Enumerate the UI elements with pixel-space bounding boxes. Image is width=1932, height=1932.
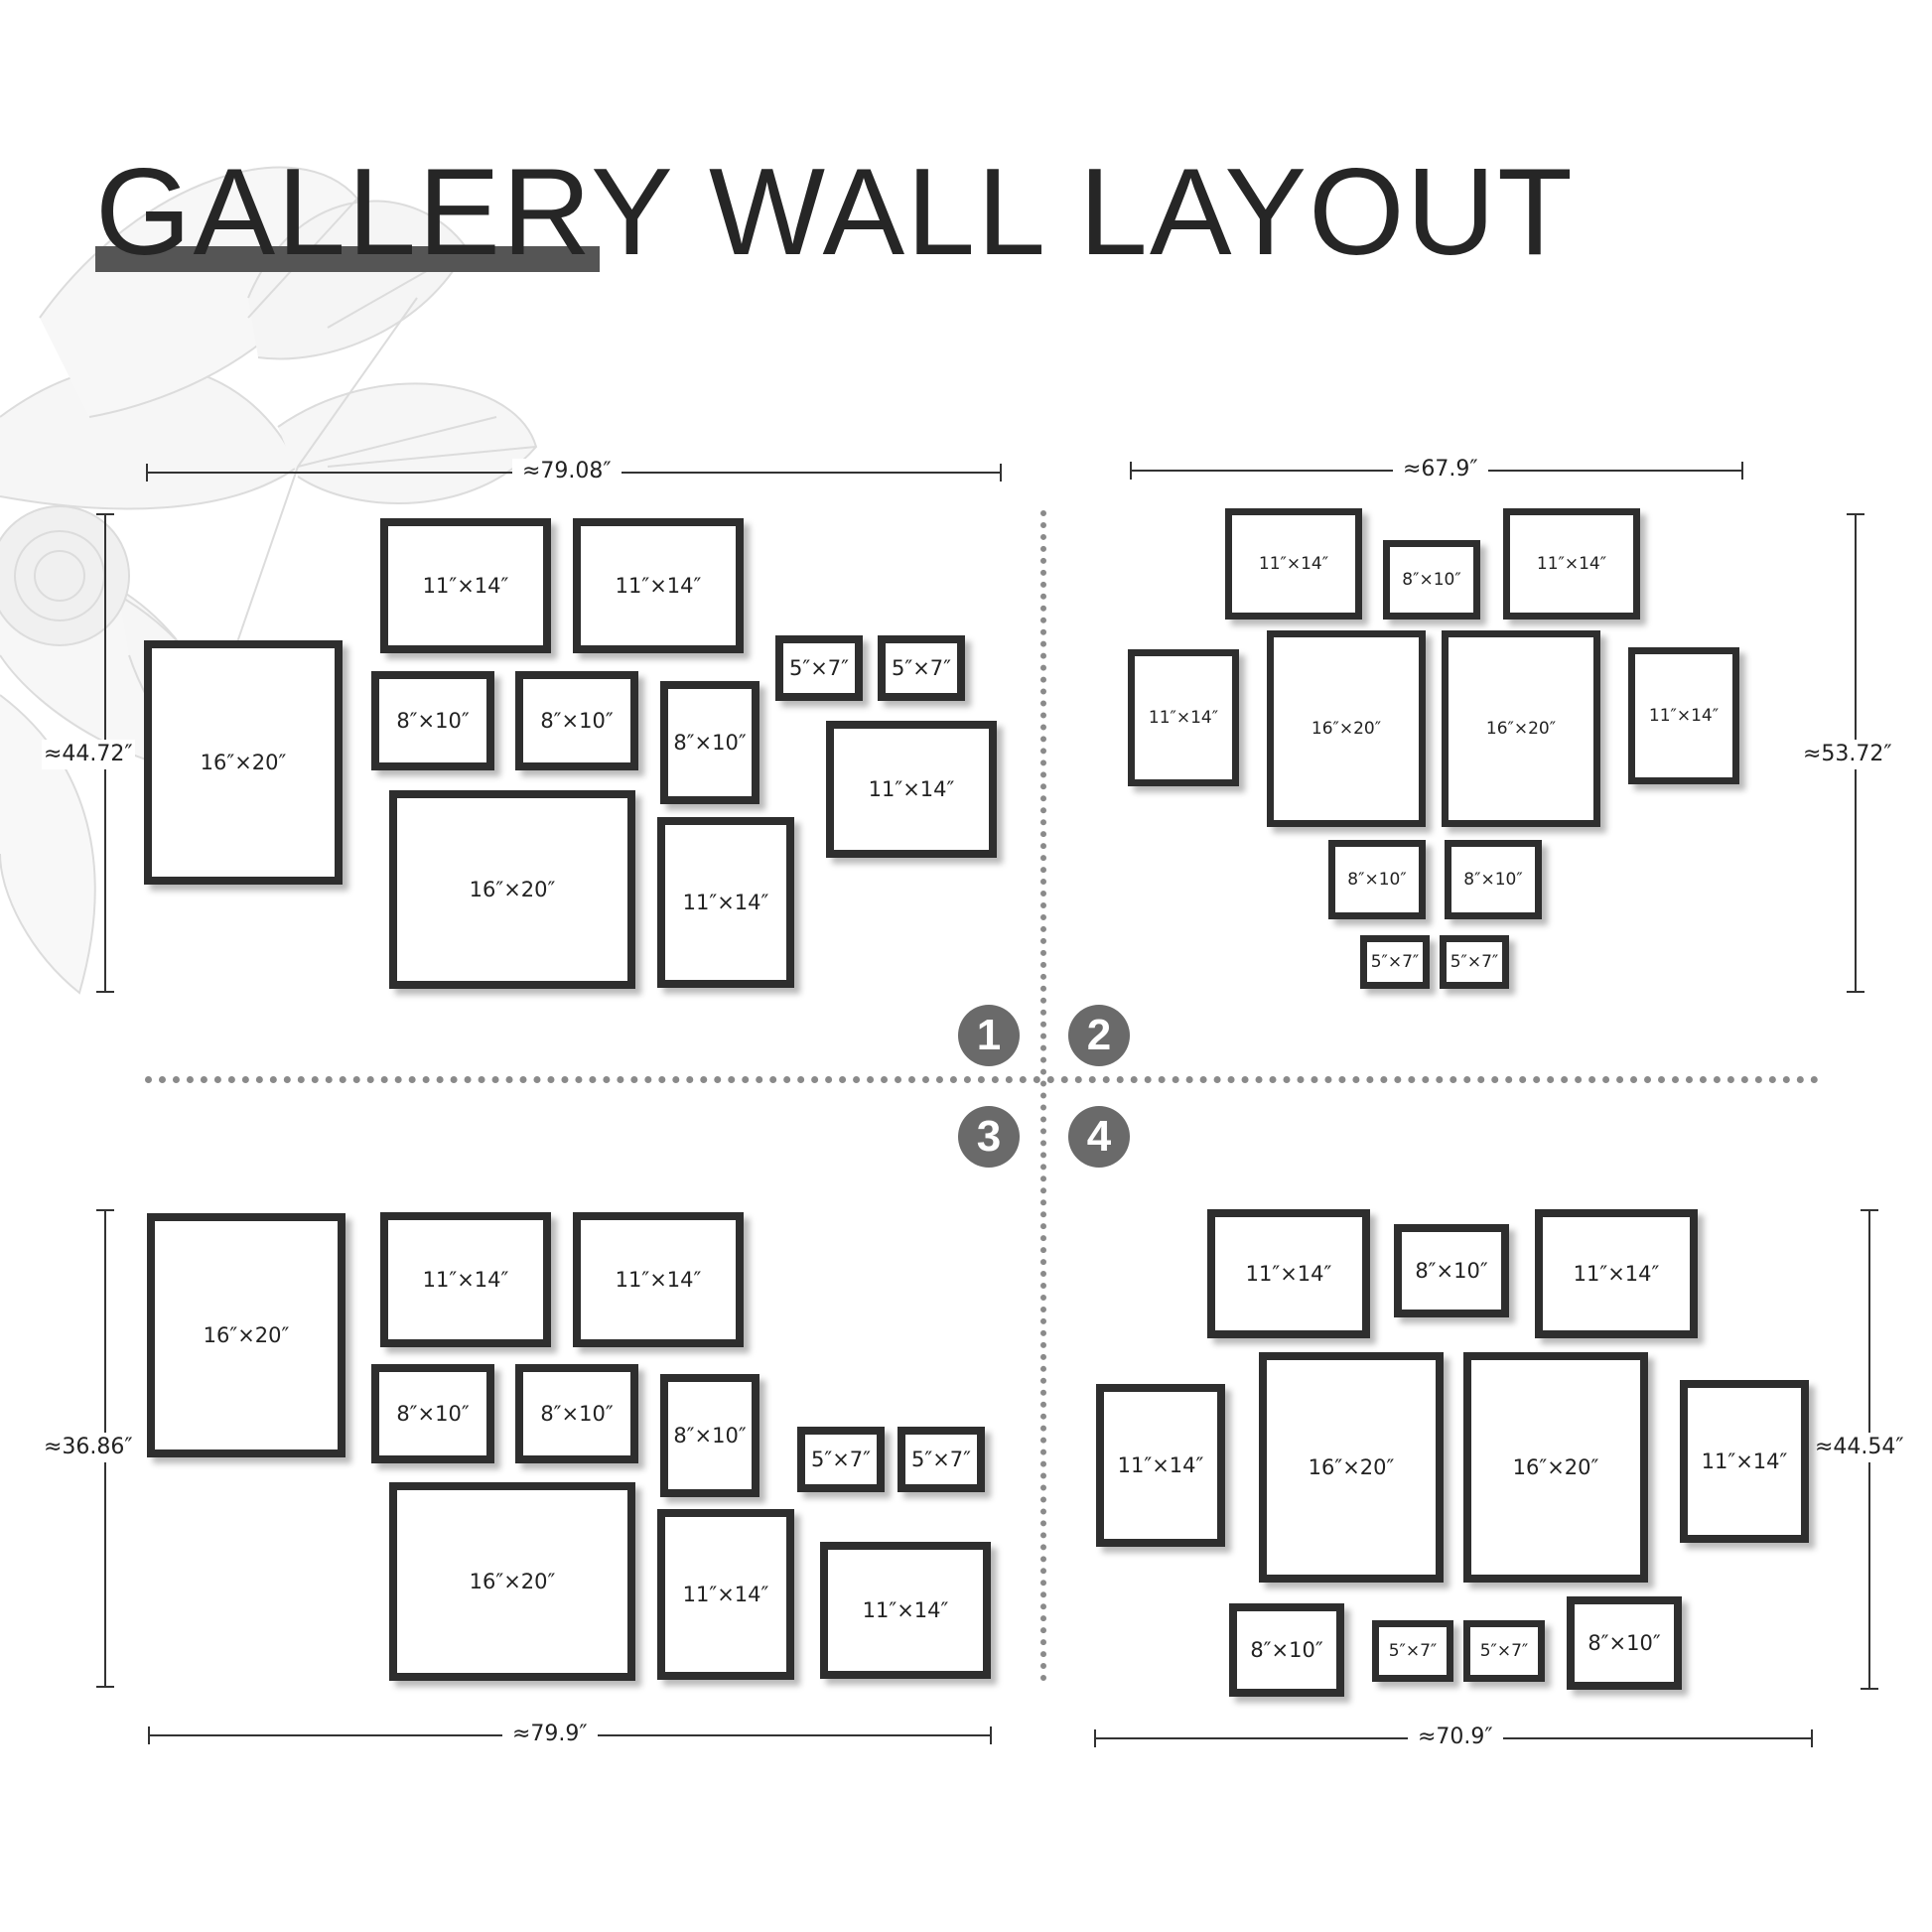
frame-11x14: 11″×14″ [380,518,551,653]
layout-2-width-label: ≈67.9″ [1393,457,1488,483]
frame-11x14: 11″×14″ [1628,647,1739,784]
layout-1-height-label: ≈44.72″ [42,740,135,769]
frame-11x14: 11″×14″ [1128,649,1239,786]
frame-5x7: 5″×7″ [1463,1620,1545,1682]
frame-11x14: 11″×14″ [1680,1380,1809,1543]
layout-2-height-label: ≈53.72″ [1801,740,1894,769]
frame-5x7: 5″×7″ [1440,935,1509,989]
flower-illustration [0,166,538,995]
frame-11x14: 11″×14″ [1535,1209,1698,1338]
frame-8x10: 8″×10″ [660,1374,759,1497]
layout-1-badge: 1 [958,1005,1020,1066]
frame-11x14: 11″×14″ [657,1509,794,1680]
frame-11x14: 11″×14″ [657,817,794,988]
frame-5x7: 5″×7″ [1360,935,1430,989]
frame-8x10: 8″×10″ [1383,540,1480,620]
frame-16x20: 16″×20″ [1259,1352,1444,1583]
frame-8x10: 8″×10″ [371,671,494,770]
frame-16x20: 16″×20″ [1463,1352,1648,1583]
frame-8x10: 8″×10″ [1229,1603,1344,1697]
frame-16x20: 16″×20″ [389,790,635,989]
frame-16x20: 16″×20″ [1267,630,1426,827]
title-underline-bar [95,246,600,272]
layout-3-height-label: ≈36.86″ [42,1433,135,1462]
frame-8x10: 8″×10″ [515,671,638,770]
frame-16x20: 16″×20″ [389,1482,635,1681]
page-title: GALLERY WALL LAYOUT [95,144,1575,281]
frame-8x10: 8″×10″ [515,1364,638,1463]
layout-3-width-label: ≈79.9″ [502,1722,598,1747]
horizontal-divider [145,1076,1819,1083]
frame-8x10: 8″×10″ [371,1364,494,1463]
frame-11x14: 11″×14″ [1225,508,1362,620]
layout-1-width-label: ≈79.08″ [512,459,621,484]
frame-16x20: 16″×20″ [147,1213,345,1457]
frame-8x10: 8″×10″ [1567,1596,1682,1690]
frame-16x20: 16″×20″ [144,640,343,885]
frame-11x14: 11″×14″ [573,1212,744,1347]
frame-8x10: 8″×10″ [660,681,759,804]
frame-8x10: 8″×10″ [1394,1224,1509,1317]
frame-8x10: 8″×10″ [1328,840,1426,919]
vertical-divider [1040,510,1046,1682]
frame-5x7: 5″×7″ [878,635,965,701]
frame-11x14: 11″×14″ [380,1212,551,1347]
layout-3-badge: 3 [958,1106,1020,1168]
frame-11x14: 11″×14″ [573,518,744,653]
frame-11x14: 11″×14″ [1096,1384,1225,1547]
frame-5x7: 5″×7″ [775,635,863,701]
frame-5x7: 5″×7″ [897,1427,985,1492]
frame-16x20: 16″×20″ [1442,630,1600,827]
frame-5x7: 5″×7″ [1372,1620,1453,1682]
layout-4-height-label: ≈44.54″ [1813,1433,1906,1462]
frame-5x7: 5″×7″ [797,1427,885,1492]
layout-2-badge: 2 [1068,1005,1130,1066]
frame-11x14: 11″×14″ [820,1542,991,1679]
layout-4-width-label: ≈70.9″ [1408,1725,1503,1750]
frame-11x14: 11″×14″ [826,721,997,858]
frame-8x10: 8″×10″ [1445,840,1542,919]
layout-4-badge: 4 [1068,1106,1130,1168]
frame-11x14: 11″×14″ [1207,1209,1370,1338]
frame-11x14: 11″×14″ [1503,508,1640,620]
